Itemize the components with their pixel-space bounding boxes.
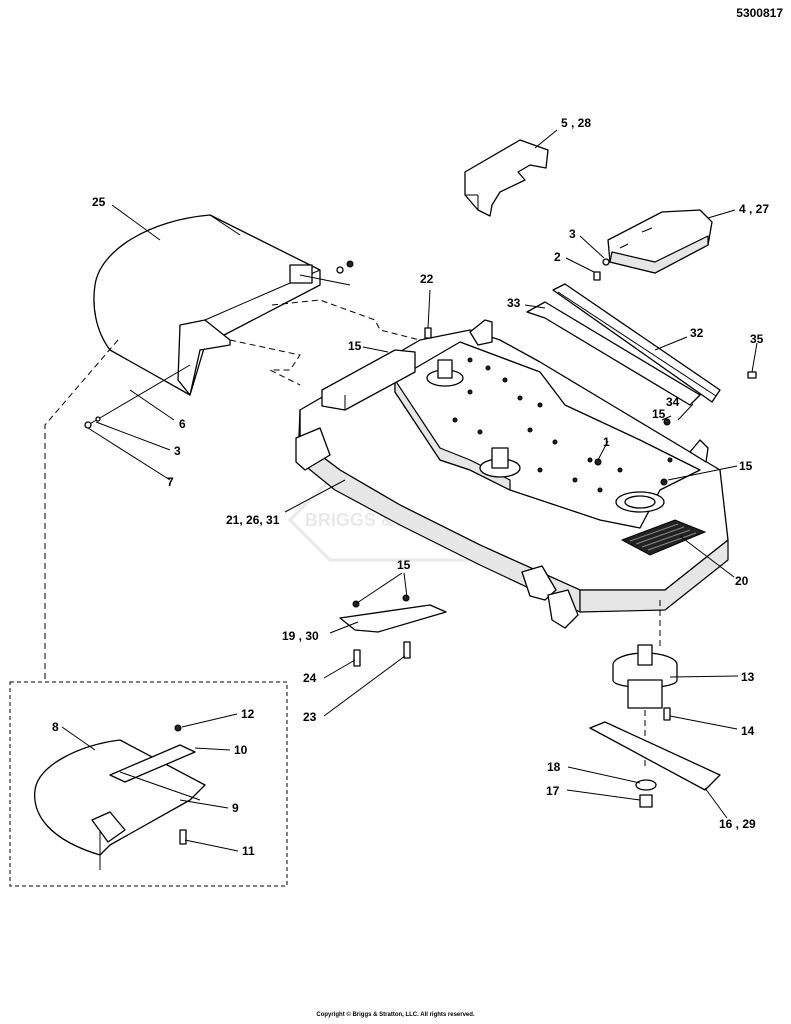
callout-2: 2 [554, 250, 561, 264]
guide-line [229, 339, 301, 386]
rod-6 [84, 364, 191, 429]
callout-19-30: 19 , 30 [282, 629, 319, 643]
callout-labels: 5 , 28 4 , 27 3 2 25 22 33 32 35 15 34 1… [52, 116, 769, 858]
belt-shield-5 [464, 139, 549, 217]
callout-35: 35 [750, 332, 764, 346]
callout-12: 12 [241, 707, 255, 721]
callout-15-rear: 15 [652, 407, 666, 421]
discharge-chute-25 [93, 214, 354, 396]
guide-line [271, 299, 421, 341]
document-id: 5300817 [736, 6, 783, 20]
callout-6: 6 [179, 417, 186, 431]
blade-16 [589, 721, 721, 808]
callout-21-26-31: 21, 26, 31 [226, 513, 280, 527]
callout-11: 11 [242, 844, 255, 858]
callout-32: 32 [690, 326, 704, 340]
cover-4 [607, 209, 713, 274]
callout-20: 20 [735, 574, 749, 588]
callout-4-27: 4 , 27 [739, 202, 769, 216]
strip-32 [552, 283, 721, 403]
copyright-notice: Copyright © Briggs & Stratton, LLC. All … [316, 1012, 475, 1018]
callout-18: 18 [547, 760, 561, 774]
mower-deck-21 [295, 319, 729, 629]
callout-10: 10 [234, 743, 248, 757]
callout-22: 22 [420, 272, 434, 286]
leader-lines [61, 129, 758, 852]
mounting-holes [452, 357, 673, 493]
callout-1: 1 [603, 435, 610, 449]
callout-14: 14 [741, 724, 755, 738]
inset-leader [44, 339, 119, 682]
callout-15-bracket-lower: 15 [397, 558, 411, 572]
plate-33 [526, 301, 701, 406]
callout-17: 17 [546, 784, 560, 798]
mulch-plate-8 [34, 724, 206, 870]
callout-8: 8 [52, 720, 59, 734]
callout-13: 13 [741, 670, 755, 684]
callout-33: 33 [507, 296, 521, 310]
foot-pad-20 [620, 519, 707, 556]
inset-box [9, 681, 288, 887]
bracket-19 [339, 594, 447, 667]
callout-16-29: 16 , 29 [719, 817, 756, 831]
callout-3-lower: 3 [174, 444, 181, 458]
callout-24: 24 [303, 671, 317, 685]
callout-7: 7 [167, 475, 174, 489]
callout-15-right: 15 [739, 459, 753, 473]
callout-5-28: 5 , 28 [561, 116, 591, 130]
callout-34: 34 [666, 395, 680, 409]
callout-3-upper: 3 [569, 227, 576, 241]
callout-23: 23 [303, 710, 317, 724]
hardware-2-3 [593, 258, 610, 281]
callout-25: 25 [92, 195, 106, 209]
callout-15-bracket: 15 [348, 339, 362, 353]
bolt-35 [747, 371, 757, 379]
bolt-22 [424, 327, 432, 339]
callout-9: 9 [232, 801, 239, 815]
